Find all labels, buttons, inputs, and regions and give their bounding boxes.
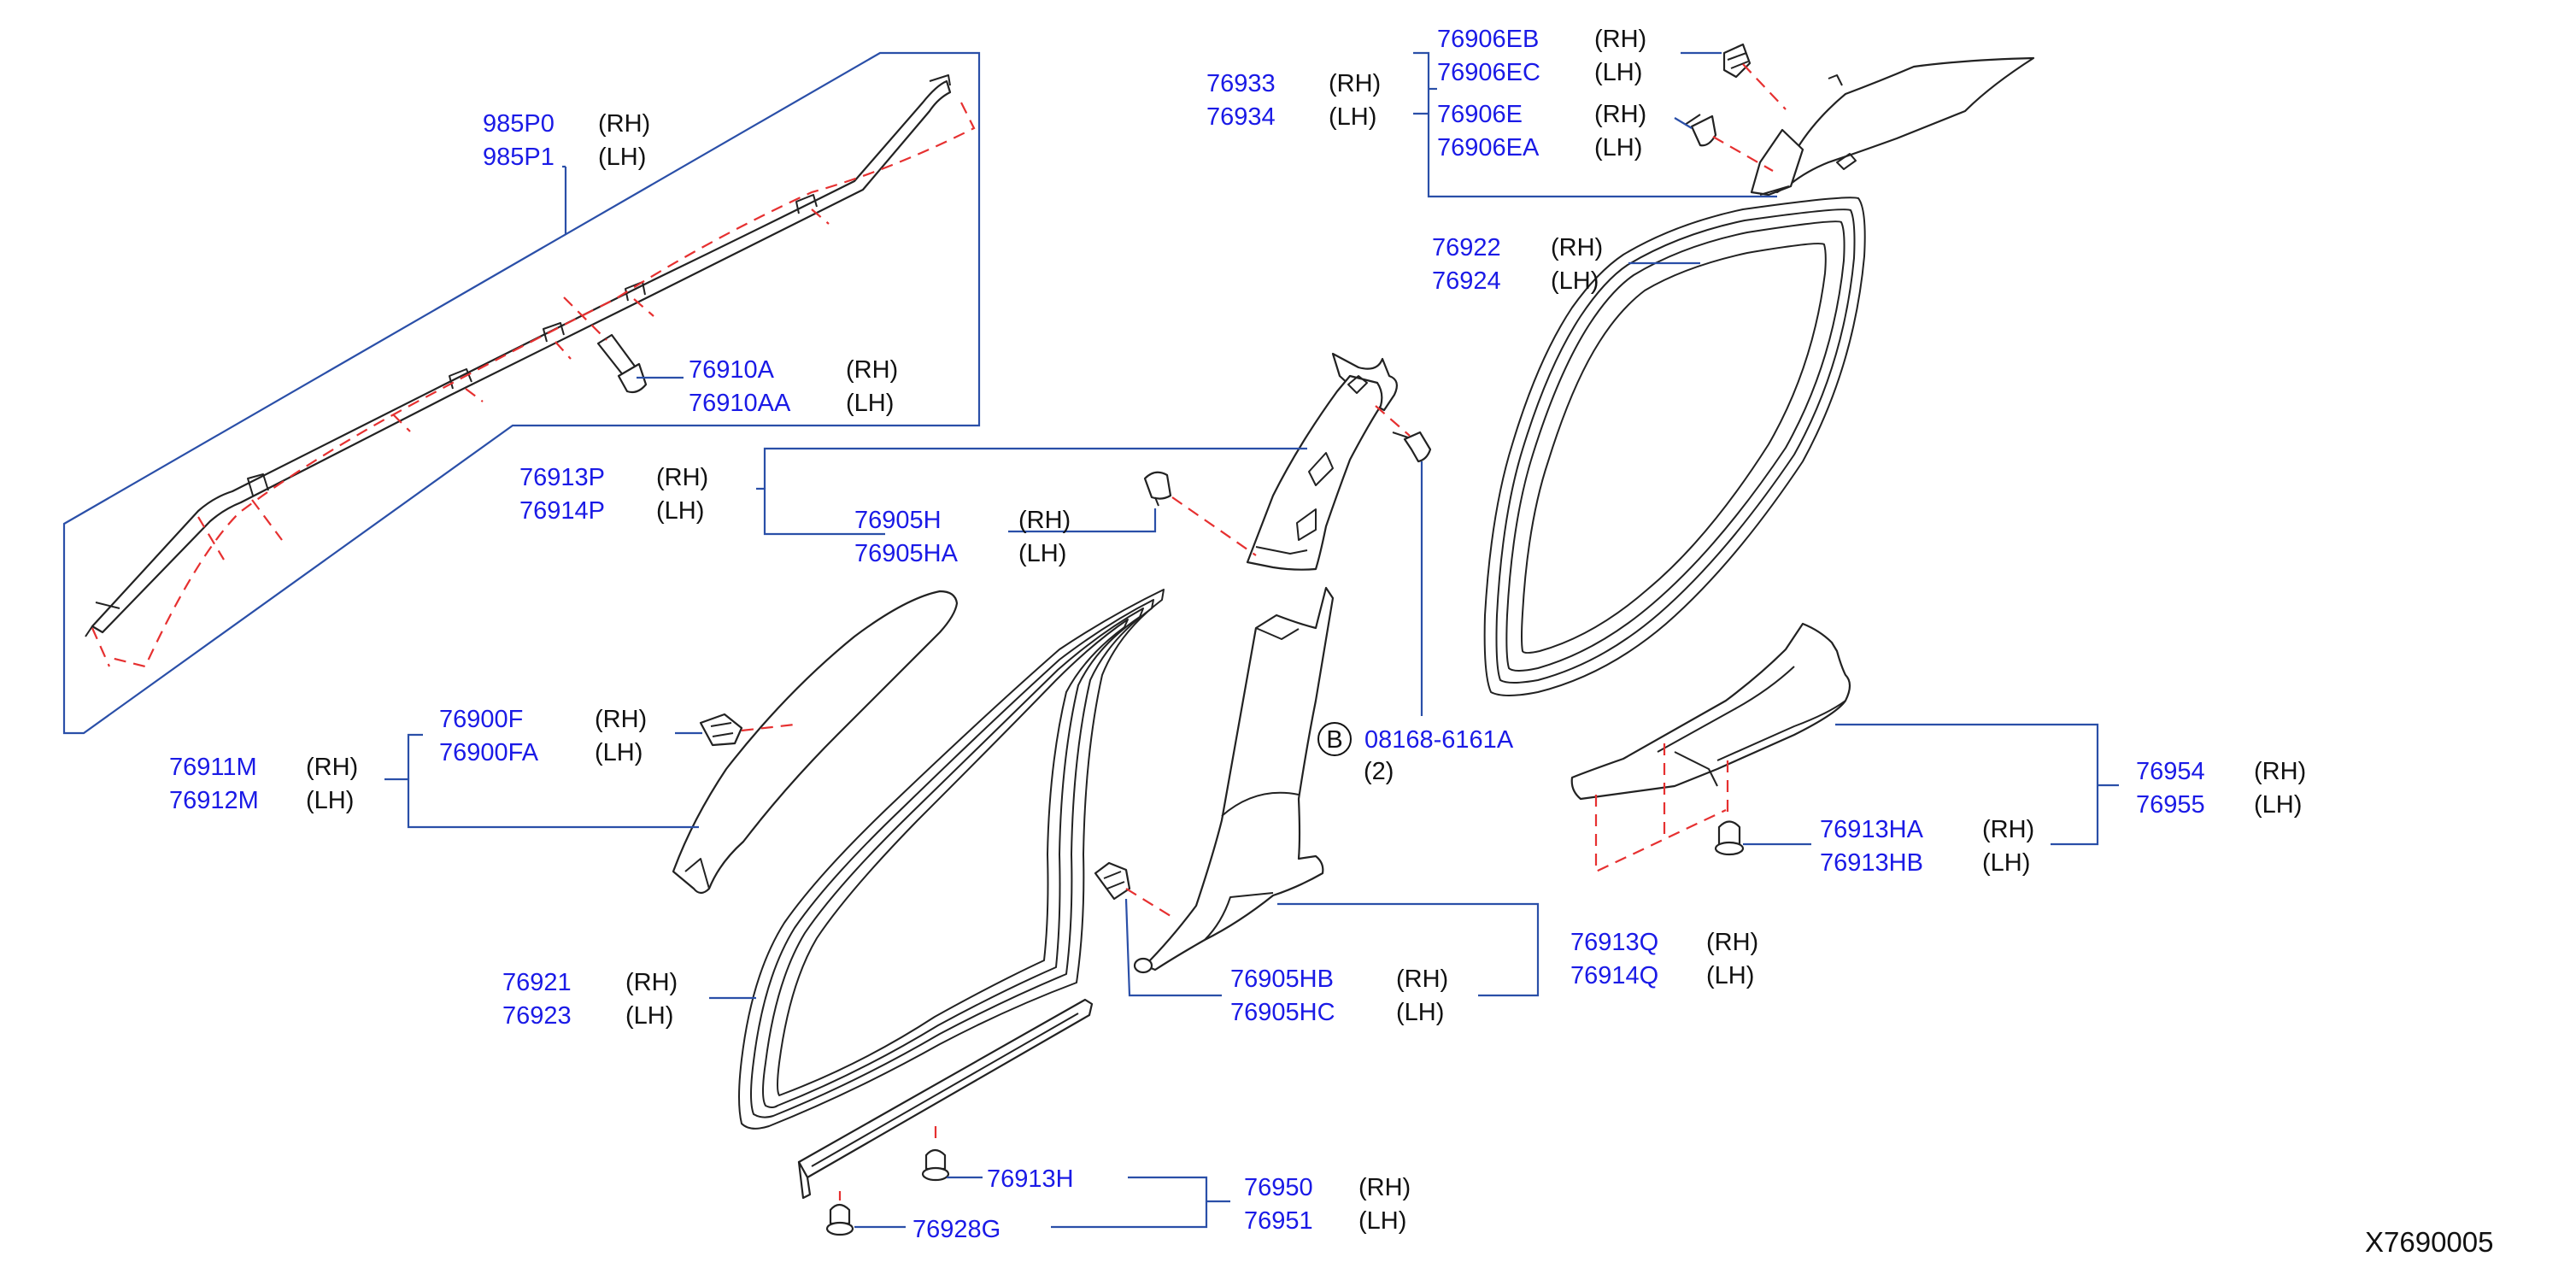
center-lower-side-rh: (RH) [1706,929,1758,956]
airbag-side-rh: (RH) [598,110,650,138]
front-weatherstrip-side-lh: (LH) [625,1002,673,1030]
front-clip-part-lh[interactable]: 76900FA [439,739,539,766]
front-door-weatherstrip[interactable] [738,589,1165,1130]
front-kicking-plate-clip-2[interactable] [825,1203,854,1236]
center-lower-clip-part-rh[interactable]: 76905HB [1230,966,1334,993]
center-upper-clip-side-rh: (RH) [1018,507,1071,534]
airbag-bolt-part-rh[interactable]: 76910A [689,356,775,384]
front-kicking-plate[interactable] [797,998,1094,1200]
center-pillar-lower-clip[interactable] [1094,861,1131,901]
center-pillar-upper-clip[interactable] [1143,471,1172,507]
curtain-airbag-group [62,51,981,735]
front-weatherstrip-side-rh: (RH) [625,969,678,996]
rear-pillar-finisher[interactable] [1750,56,2035,197]
airbag-side-lh: (LH) [598,144,646,171]
center-lower-clip-side-rh: (RH) [1396,966,1448,993]
center-upper-clip-side-lh: (LH) [1018,540,1066,567]
rear-kick-clip-side-lh: (LH) [1982,849,2030,877]
rear-kicking-plate-clip[interactable] [1714,820,1745,856]
bolt-b-marker [1317,722,1352,756]
rear-pillar-side-lh: (LH) [1329,103,1376,131]
front-clip-part-rh[interactable]: 76900F [439,706,523,733]
rear-kicking-plate[interactable] [1570,622,1851,801]
rear-weatherstrip-part-lh[interactable]: 76924 [1432,267,1501,295]
airbag-part-rh[interactable]: 985P0 [483,110,555,138]
center-lower-clip-part-lh[interactable]: 76905HC [1230,999,1335,1026]
center-lower-side-lh: (LH) [1706,962,1754,989]
airbag-bolt-part-lh[interactable]: 76910AA [689,390,791,417]
rear-pillar-part-rh[interactable]: 76933 [1206,70,1276,97]
rear-clip-a-part-rh[interactable]: 76906EB [1437,26,1539,53]
rear-clip-b-part-rh[interactable]: 76906E [1437,101,1523,128]
curtain-airbag[interactable] [85,74,952,637]
airbag-bolt-side-rh: (RH) [846,356,898,384]
front-kick-clip-part[interactable]: 76913H [987,1165,1074,1193]
rear-kick-part-lh[interactable]: 76955 [2136,791,2205,819]
airbag-part-lh[interactable]: 985P1 [483,144,555,171]
bolt-b-qty: (2) [1364,758,1394,785]
bolt-b-part[interactable]: 08168-6161A [1364,726,1514,754]
rear-clip-a-part-lh[interactable]: 76906EC [1437,59,1540,86]
front-kick-side-lh: (LH) [1358,1207,1406,1235]
front-kick-clip2-part[interactable]: 76928G [912,1216,1000,1243]
front-pillar-clip[interactable] [699,713,743,747]
rear-clip-b-side-lh: (LH) [1594,134,1642,161]
rear-pillar-part-lh[interactable]: 76934 [1206,103,1276,131]
rear-clip-a-side-lh: (LH) [1594,59,1642,86]
front-pillar-part-rh[interactable]: 76911M [169,754,257,781]
front-weatherstrip-part-lh[interactable]: 76923 [502,1002,572,1030]
center-upper-side-rh: (RH) [656,464,708,491]
rear-pillar-clip-a[interactable] [1722,43,1752,79]
airbag-bolt[interactable] [596,333,648,394]
rear-clip-b-part-lh[interactable]: 76906EA [1437,134,1540,161]
rear-kick-clip-side-rh: (RH) [1982,816,2034,843]
rear-kick-clip-part-lh[interactable]: 76913HB [1820,849,1923,877]
front-clip-side-rh: (RH) [595,706,647,733]
center-upper-part-lh[interactable]: 76914P [519,497,605,525]
front-kicking-plate-clip[interactable] [921,1148,950,1182]
rear-clip-a-side-rh: (RH) [1594,26,1646,53]
center-upper-clip-part-lh[interactable]: 76905HA [854,540,959,567]
rear-pillar-side-rh: (RH) [1329,70,1381,97]
rear-clip-b-side-rh: (RH) [1594,101,1646,128]
center-pillar-lower-finisher[interactable] [1133,586,1335,974]
bolt-b-upper[interactable] [1392,431,1432,463]
airbag-attach-line [110,102,976,668]
bolt-b-mark: B [1326,726,1342,754]
center-upper-part-rh[interactable]: 76913P [519,464,605,491]
diagram-code: X7690005 [2365,1226,2493,1258]
center-lower-part-lh[interactable]: 76914Q [1570,962,1658,989]
airbag-bolt-side-lh: (LH) [846,390,894,417]
rear-door-weatherstrip[interactable] [1483,197,1866,696]
rear-weatherstrip-side-rh: (RH) [1551,234,1603,261]
front-kick-part-rh[interactable]: 76950 [1244,1174,1313,1201]
front-pillar-finisher[interactable] [672,590,959,895]
rear-kick-part-rh[interactable]: 76954 [2136,758,2205,785]
rear-pillar-clip-b[interactable] [1684,114,1717,147]
rear-kick-side-rh: (RH) [2254,758,2306,785]
center-upper-side-lh: (LH) [656,497,704,525]
rear-kick-clip-part-rh[interactable]: 76913HA [1820,816,1924,843]
rear-weatherstrip-side-lh: (LH) [1551,267,1599,295]
front-kick-part-lh[interactable]: 76951 [1244,1207,1313,1235]
rear-kick-side-lh: (LH) [2254,791,2302,819]
front-kick-side-rh: (RH) [1358,1174,1411,1201]
front-clip-side-lh: (LH) [595,739,643,766]
center-lower-clip-side-lh: (LH) [1396,999,1444,1026]
center-upper-clip-part-rh[interactable]: 76905H [854,507,942,534]
center-pillar-upper-finisher[interactable] [1246,352,1399,571]
rear-weatherstrip-part-rh[interactable]: 76922 [1432,234,1501,261]
center-lower-part-rh[interactable]: 76913Q [1570,929,1658,956]
front-pillar-part-lh[interactable]: 76912M [169,787,259,814]
front-pillar-side-rh: (RH) [306,754,358,781]
front-pillar-side-lh: (LH) [306,787,354,814]
front-weatherstrip-part-rh[interactable]: 76921 [502,969,572,996]
airbag-frame [62,51,981,735]
